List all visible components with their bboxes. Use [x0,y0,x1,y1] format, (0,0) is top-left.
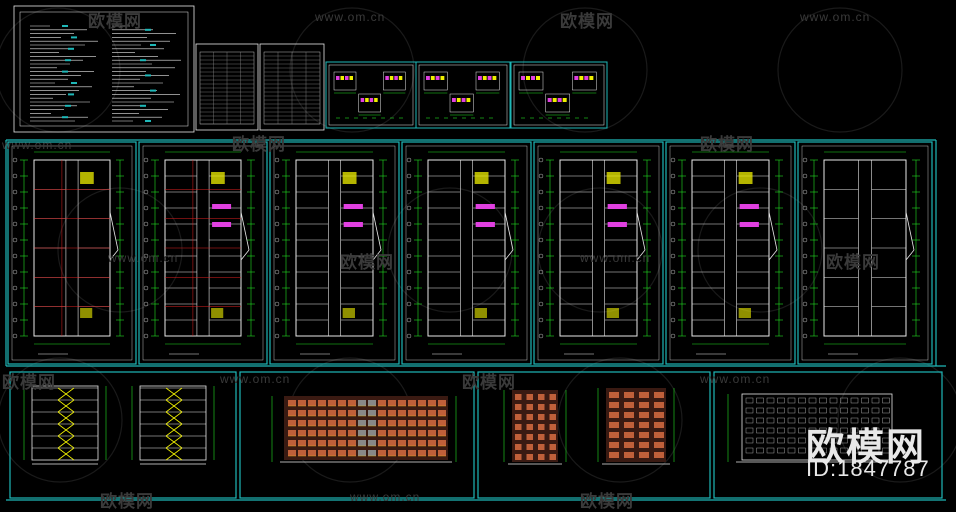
section-drawing [23,385,107,465]
floor-plan-sheet [665,141,796,365]
side-elevation [503,390,567,465]
watermark-id: ID:1847787 [806,456,930,481]
section-drawing [131,385,215,465]
floor-plan-sheet [138,141,268,365]
schedule-sheets [195,43,325,131]
floor-plan-sheet [401,141,532,365]
notes-sheet [13,5,195,133]
watermark-brand-large: 欧模网 [806,427,927,469]
front-elevation [271,396,457,463]
rear-elevation [727,393,898,463]
floor-plan-sheet [797,141,933,365]
elevation-row [9,371,943,499]
floor-plan-sheet [7,141,137,365]
detail-sheets [325,61,608,129]
sheet-frames [5,139,946,501]
floor-plan-sheet [533,141,664,365]
floor-plan-sheet [269,141,400,365]
floor-plan-row [7,141,933,365]
side-elevation [597,388,675,465]
